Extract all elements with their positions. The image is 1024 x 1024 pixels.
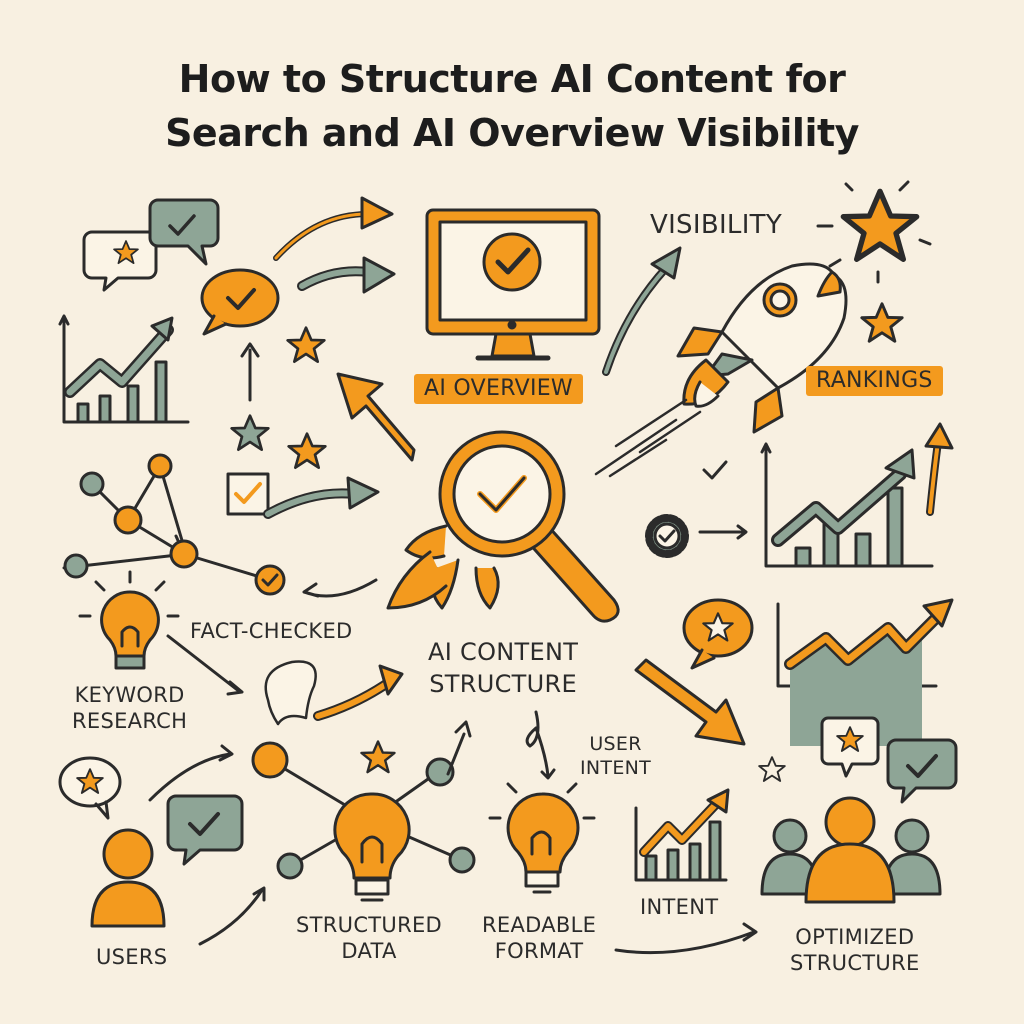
area-chart-icon [776,598,954,746]
title-line-2: Search and AI Overview Visibility [165,111,859,155]
speech-bubble-icon [820,716,880,778]
bar-chart-icon [634,788,730,882]
bar-chart-icon [760,442,934,568]
rocket-icon [676,262,848,434]
check-icon [702,460,728,480]
lightbulb-icon [488,782,596,894]
check-icon [254,564,286,596]
title-line-1: How to Structure AI Content for [178,57,846,101]
label-user-intent: USER INTENT [580,732,651,780]
label-structured-data: STRUCTURED DATA [296,912,442,964]
arrow-icon [297,256,396,294]
label-rankings: RANKINGS [806,366,943,396]
arrow-icon [302,578,378,598]
label-readable-format-line1: READABLE [482,913,597,937]
arrow-icon [166,634,244,696]
speech-bubble-icon [82,230,158,292]
label-visibility: VISIBILITY [650,210,783,240]
monitor-icon [425,208,601,361]
label-keyword-research-line2: RESEARCH [72,709,188,733]
arrow-icon [614,922,758,955]
star-icon [828,180,932,284]
network-icon [62,453,272,582]
label-intent: INTENT [640,895,719,919]
user-icon [90,828,166,928]
speech-bubble-icon [58,756,122,820]
arrow-icon [336,372,416,462]
label-user-intent-line2: INTENT [580,757,652,779]
star-icon [362,742,395,773]
gear-icon [645,514,689,558]
arrow-icon [698,524,748,540]
lightbulb-icon [78,570,180,670]
label-keyword-research: KEYWORD RESEARCH [72,682,187,734]
label-fact-checked: FACT-CHECKED [190,619,353,643]
page-title: How to Structure AI Content for Search a… [0,52,1024,160]
star-icon [289,434,326,468]
speech-bubble-icon [166,794,244,866]
speech-bubble-icon [148,198,220,266]
star-icon [758,756,786,783]
star-icon [288,328,325,362]
label-optimized-structure: OPTIMIZED STRUCTURE [790,924,920,976]
user-group-icon [760,796,942,904]
arrow-icon [263,476,380,519]
label-user-intent-line1: USER [589,733,642,755]
arrow-icon [273,196,394,261]
star-icon [232,416,269,450]
speech-bubble-icon [200,268,280,336]
speech-bubble-icon [886,738,958,804]
arrow-icon [148,744,234,802]
label-readable-format-line2: FORMAT [494,939,584,963]
label-structured-data-line1: STRUCTURED [296,913,443,937]
magnifier-icon [386,430,620,623]
arrow-icon [313,664,404,721]
arrow-icon [602,246,682,376]
speech-bubble-icon [682,598,754,670]
lightbulb-icon [333,792,411,902]
arrow-icon [525,710,556,780]
arrow-icon [924,422,954,516]
bar-chart-icon [58,314,190,424]
speed-lines [594,398,702,478]
star-icon [862,304,902,341]
label-ai-content-structure-line2: STRUCTURE [429,670,577,698]
label-ai-overview: AI OVERVIEW [414,374,583,404]
label-ai-content-structure: AI CONTENT STRUCTURE [428,636,578,700]
label-keyword-research-line1: KEYWORD [74,683,185,707]
label-readable-format: READABLE FORMAT [482,912,596,964]
label-users: USERS [96,945,168,969]
arrow-icon [446,720,472,776]
check-box-icon [226,472,270,516]
arrow-icon [634,658,746,746]
label-ai-content-structure-line1: AI CONTENT [428,638,579,666]
label-optimized-structure-line2: STRUCTURE [790,951,920,975]
label-structured-data-line2: DATA [341,939,397,963]
head-icon [264,660,317,726]
arrow-icon [198,886,266,946]
arrow-icon [240,342,260,402]
label-optimized-structure-line1: OPTIMIZED [795,925,915,949]
